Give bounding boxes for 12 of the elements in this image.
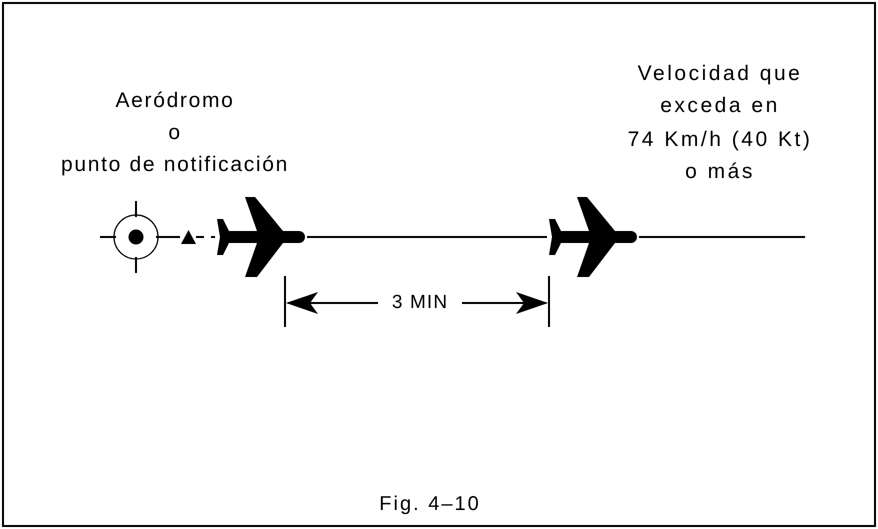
annotation-text: Aeródromo: [114, 88, 236, 114]
annotation-text: Velocidad que: [636, 61, 804, 87]
annotation-text: punto de notificación: [60, 152, 290, 178]
annotation-text: 74 Km/h (40 Kt): [626, 127, 814, 153]
track-line: [196, 236, 215, 238]
annotation-text: o más: [684, 159, 756, 185]
annotation-text: o: [167, 120, 183, 146]
track-line: [172, 236, 181, 238]
track-line: [639, 236, 805, 238]
annotation-text: exceda en: [659, 93, 781, 119]
figure-caption: Fig. 4–10: [378, 492, 482, 517]
track-line: [307, 236, 547, 238]
